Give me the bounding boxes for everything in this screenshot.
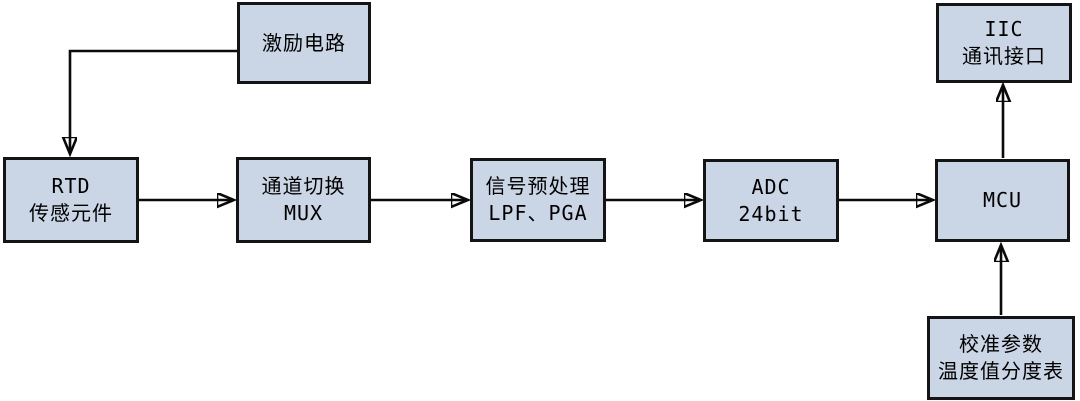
node-label: RTD (51, 174, 91, 198)
node-label: LPF、PGA (488, 201, 588, 225)
node-label: MUX (283, 201, 324, 225)
node-calibration-table: 校准参数 温度值分度表 (927, 316, 1075, 400)
node-label: 24bit (738, 201, 804, 226)
node-label: ADC (751, 174, 791, 199)
arrow-excitation-to-rtd (70, 49, 237, 153)
node-label: 传感元件 (29, 201, 113, 225)
node-label: 信号预处理 (485, 174, 591, 198)
node-label: 激励电路 (262, 30, 346, 55)
node-label: IIC (984, 17, 1024, 41)
node-signal-preprocessing: 信号预处理 LPF、PGA (470, 158, 606, 242)
node-label: 温度值分度表 (938, 359, 1064, 383)
node-iic-interface: IIC 通讯接口 (936, 3, 1072, 83)
node-channel-mux: 通道切换 MUX (236, 157, 371, 243)
node-label: 通讯接口 (962, 44, 1046, 68)
node-label: 校准参数 (959, 332, 1043, 356)
node-label: 通道切换 (261, 174, 346, 198)
node-excitation-circuit: 激励电路 (237, 2, 371, 84)
node-adc-24bit: ADC 24bit (703, 159, 839, 242)
node-rtd-sensor: RTD 传感元件 (3, 157, 139, 243)
node-mcu: MCU (935, 159, 1070, 242)
node-label: MCU (982, 188, 1023, 212)
